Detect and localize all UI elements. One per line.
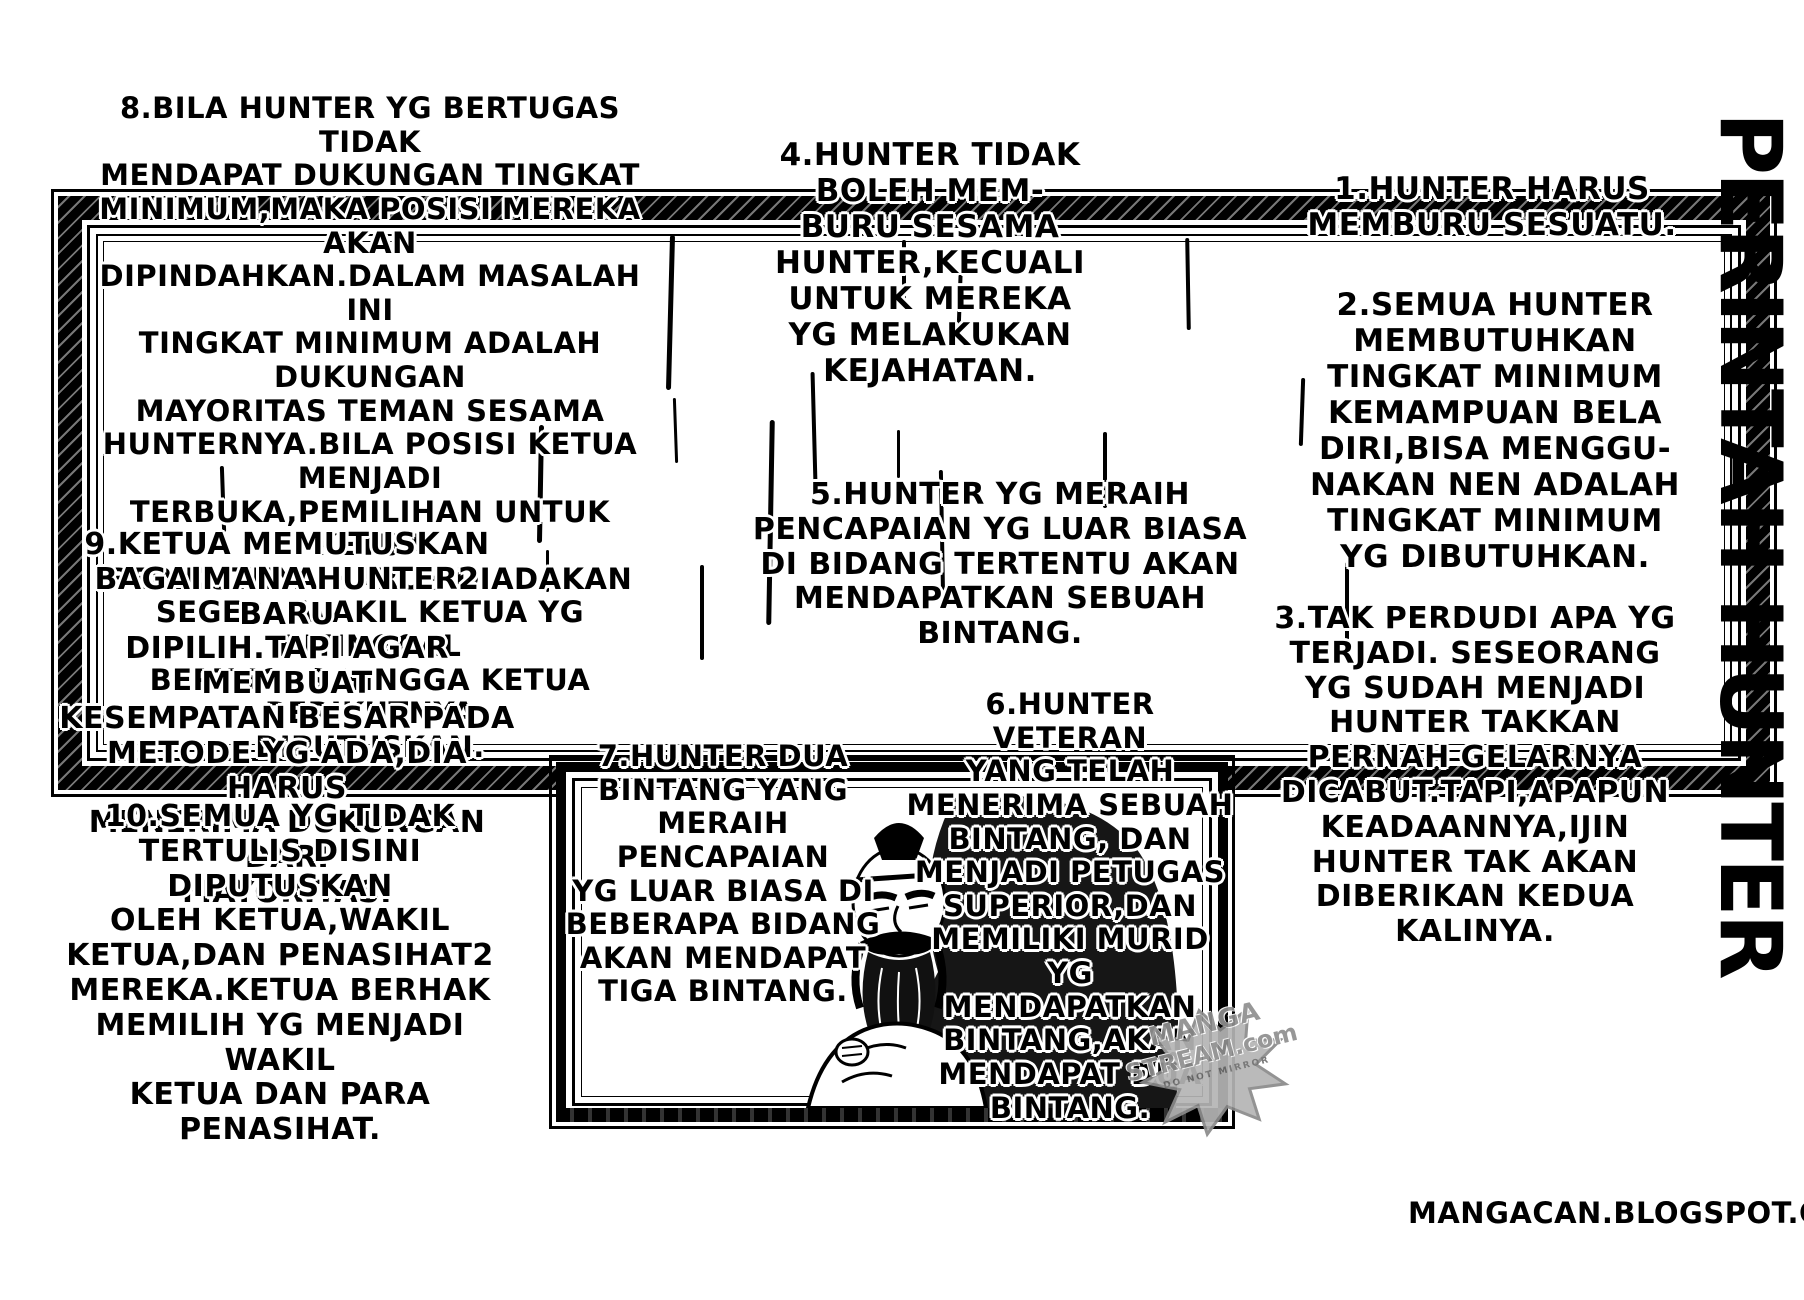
frame-inner-line [87, 225, 1741, 761]
frame-inner-line [96, 234, 1732, 752]
rule-10-text: 10.SEMUA YG TIDAK TERTULIS DISINI DIPUTU… [66, 799, 494, 1148]
outer-certificate-frame [51, 189, 1777, 797]
rule-3-text: 3.TAK PERDUDI APA YG TERJADI. SESEORANG … [1274, 601, 1676, 950]
rule-8-text: 8.BILA HUNTER YG BERTUGAS TIDAK MENDAPAT… [99, 91, 641, 764]
panel-bottom-band [556, 1108, 1228, 1122]
rule-4-text: 4.HUNTER TIDAK BOLEH MEM- BURU SESAMA HU… [775, 137, 1086, 389]
chairman-illustration [805, 795, 1179, 1108]
ink-drip [902, 240, 906, 302]
rule-5-text: 5.HUNTER YG MERAIH PENCAPAIAN YG LUAR BI… [752, 477, 1248, 652]
ink-drip [1103, 432, 1107, 508]
rule-6-text: 6.HUNTER VETERAN YANG TELAH MENERIMA SEB… [906, 687, 1234, 1125]
rule-7-text: 7.HUNTER DUA BINTANG YANG MERAIH PENCAPA… [565, 739, 881, 1009]
scanlation-watermark: MANGA STREAM.com DO NOT MIRROR [1114, 988, 1323, 1167]
rule-1-text: 1.HUNTER HARUS MEMBURU SESUATU. [1307, 171, 1677, 243]
ink-drip [546, 550, 549, 592]
ink-drip [1345, 562, 1349, 640]
rule-2-text: 2.SEMUA HUNTER MEMBUTUHKAN TINGKAT MINIM… [1310, 287, 1680, 575]
splat-icon [1138, 1005, 1290, 1138]
credit-url: MANGACAN.BLOGSPOT.COM [1408, 1196, 1804, 1230]
ink-drip [897, 430, 900, 478]
rule-9-text: 9.KETUA MEMUTUSKAN BAGAIMANA HUNTER2 BAR… [59, 527, 515, 910]
ink-drip [700, 565, 704, 660]
frame-inner-line [103, 241, 1725, 745]
portrait-panel [549, 755, 1235, 1129]
